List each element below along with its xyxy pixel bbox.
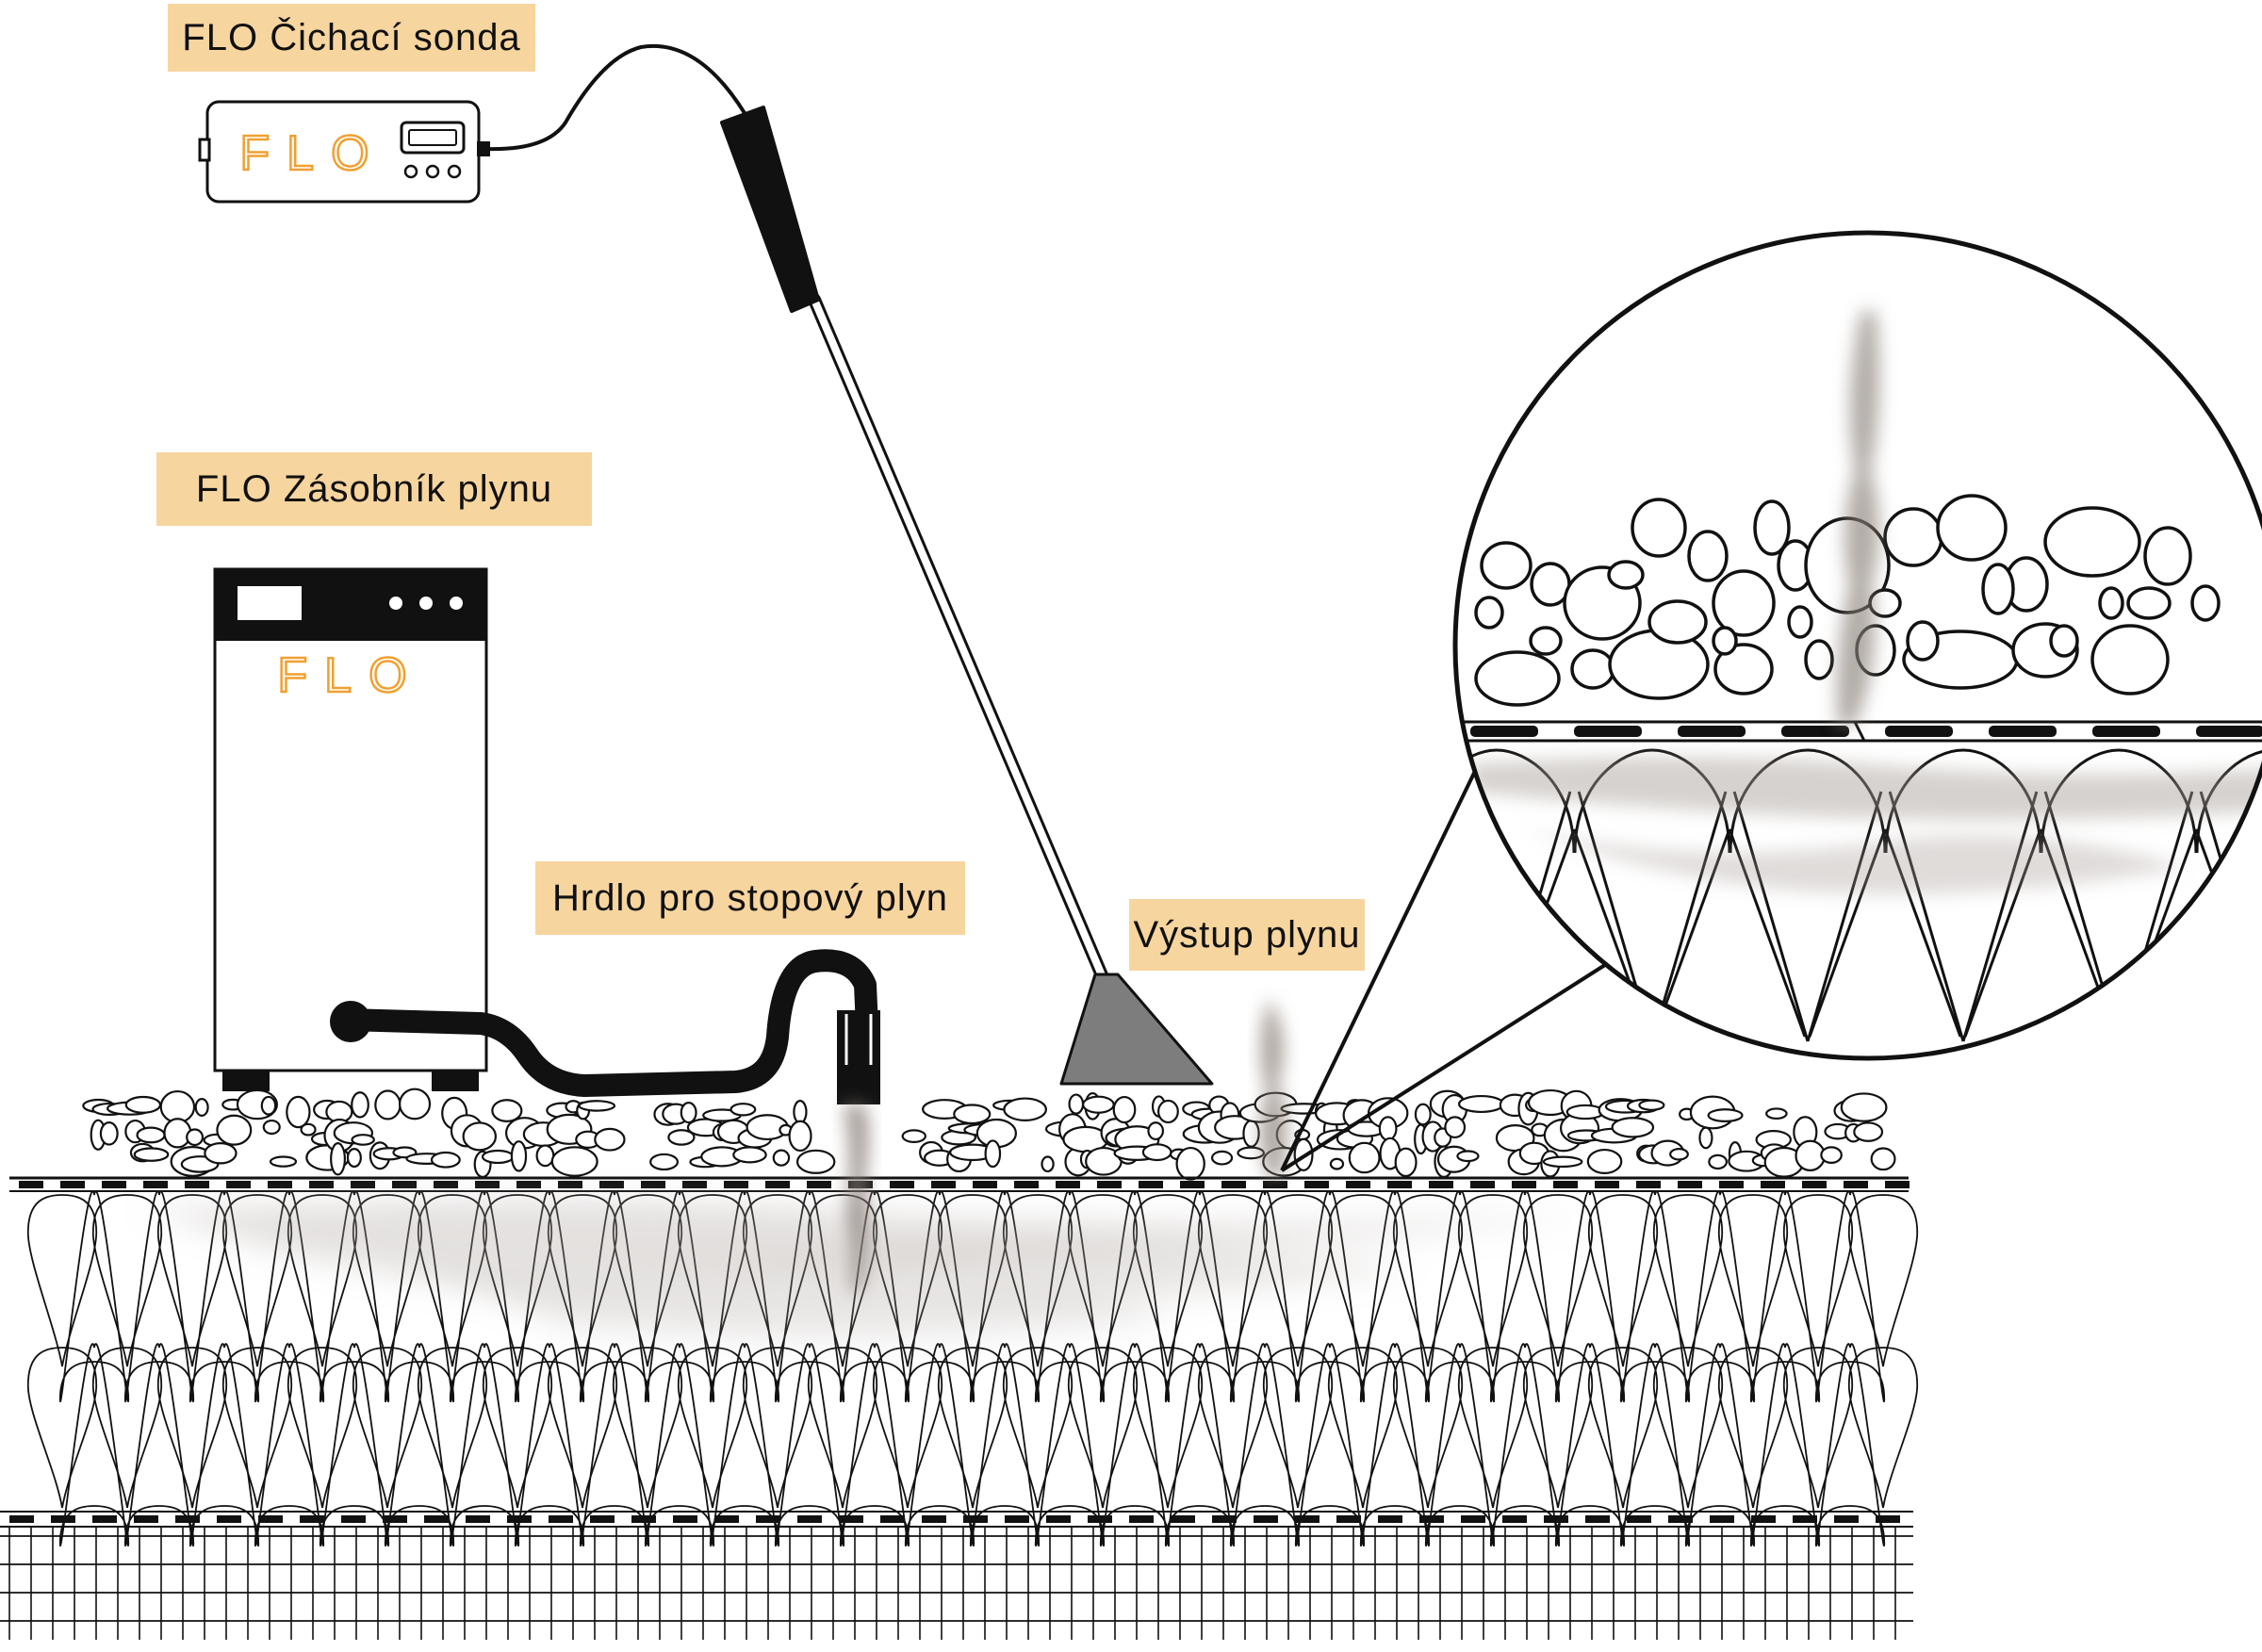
tracer-gas-inlet xyxy=(837,1010,880,1104)
gas-hose xyxy=(334,949,878,1097)
callout-tracer-gas-inlet: Hrdlo pro stopový plyn xyxy=(535,861,965,935)
callout-gas-reservoir: FLO Zásobník plynu xyxy=(156,452,592,526)
probe-cable xyxy=(485,43,746,152)
callout-gas-outlet: Výstup plynu xyxy=(1129,899,1365,971)
gas-reservoir: FLO xyxy=(213,567,488,1091)
zoom-callout-pointer xyxy=(1280,764,1610,1172)
membrane-bottom xyxy=(0,1511,1913,1528)
gravel-layer xyxy=(82,1088,1896,1181)
sniffer-probe-unit: FLO xyxy=(198,100,490,204)
sniffer-wand xyxy=(720,106,1214,1086)
probe-brand-logo: FLO xyxy=(239,126,385,181)
callout-sniffer-probe: FLO Čichací sonda xyxy=(168,4,535,72)
structural-deck xyxy=(0,1527,1913,1640)
membrane-top xyxy=(9,1176,1910,1192)
hose-connector xyxy=(330,1001,371,1042)
gas-smoke-spread xyxy=(141,1200,1602,1341)
zoom-detail xyxy=(1452,230,2262,1061)
reservoir-brand-logo: FLO xyxy=(277,648,423,703)
inlet-gas-column xyxy=(844,1104,869,1291)
outlet-gas-plume xyxy=(1260,999,1287,1178)
